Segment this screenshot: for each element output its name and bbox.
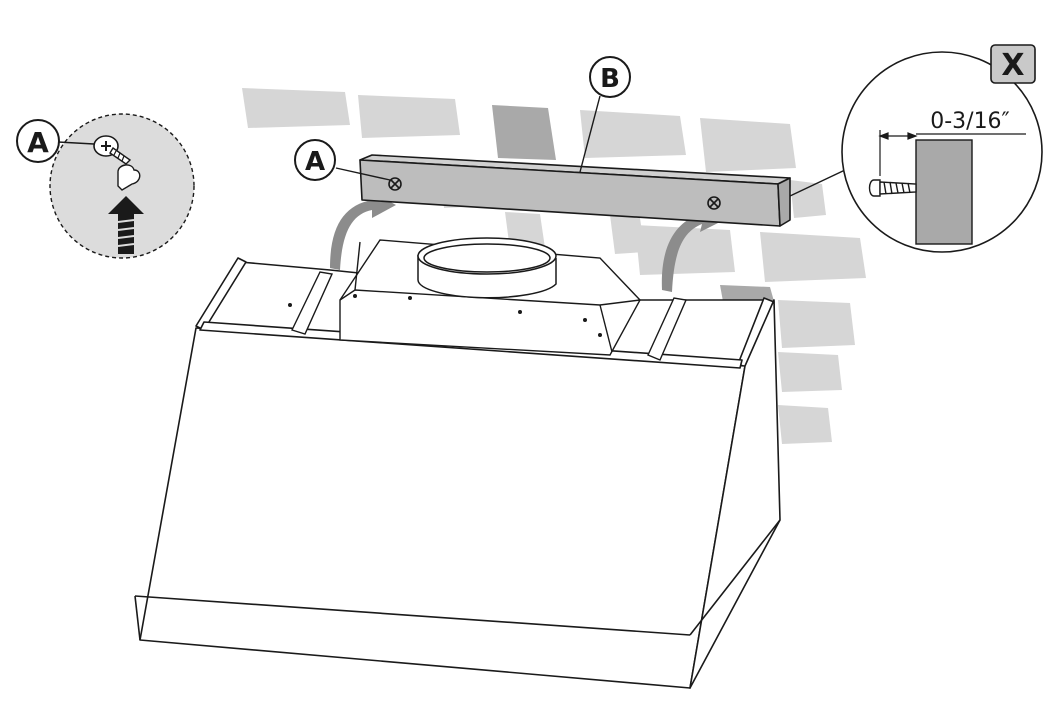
up-arrow-icon [108, 196, 144, 254]
housing-screws [288, 294, 602, 337]
right-mount-arrow [661, 204, 724, 292]
gap-detail: 0-3/16″ [789, 51, 1043, 253]
callout-a-detail: A [16, 119, 95, 163]
hood-front-face [139, 327, 746, 689]
left-mount-arrow [330, 190, 396, 270]
gap-dimension-text: 0-3/16″ [930, 109, 1010, 134]
callout-a-bracket-label: A [305, 147, 325, 177]
detail-x-label: X [1001, 48, 1024, 83]
screw-detail [49, 113, 195, 259]
wall-bracket [359, 154, 791, 227]
bracket-screw-right [707, 196, 721, 210]
detail-x-badge: X [990, 44, 1036, 84]
mounting-arrows [330, 190, 724, 292]
callout-a-detail-label: A [27, 126, 49, 159]
gap-screw-icon [868, 179, 917, 197]
bracket-screw-left [388, 177, 402, 191]
callout-b-label: B [600, 64, 620, 94]
duct-collar [417, 237, 557, 299]
bracket-end [777, 177, 791, 227]
screw-icon [93, 135, 132, 165]
callout-a-bracket: A [294, 139, 391, 181]
callout-b: B [579, 56, 631, 173]
dimension-marker [878, 130, 1026, 176]
wall-section [915, 139, 973, 245]
keyhole-slot-icon [117, 164, 141, 191]
